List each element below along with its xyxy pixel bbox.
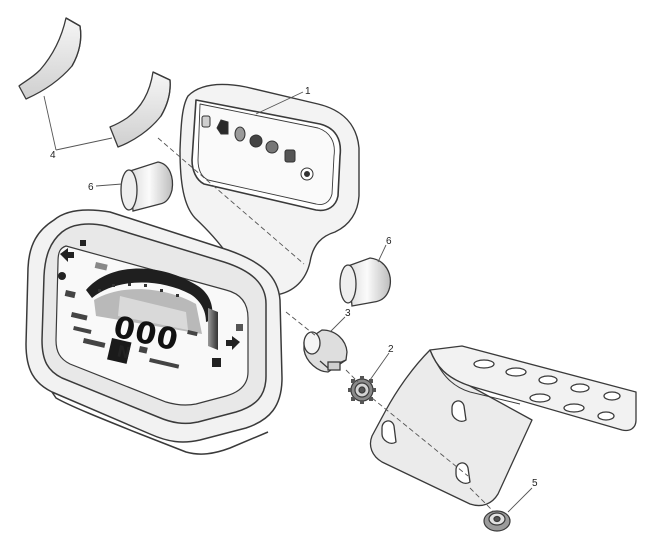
mounting-bracket	[369, 345, 637, 507]
lcd-display: 000 N	[55, 245, 249, 406]
headlight-icon	[249, 134, 263, 148]
callout-6-left: 6	[88, 182, 94, 193]
bezel-mark-icon	[236, 324, 243, 331]
callout-labels: 1 4 6 6 3 2 5	[50, 86, 538, 489]
battery-icon	[284, 149, 296, 163]
callout-5: 5	[532, 478, 538, 489]
callout-2: 2	[388, 344, 394, 355]
leader-lines	[43, 91, 533, 513]
lamp-icon	[201, 115, 211, 128]
rubber-pad-upper	[18, 17, 82, 100]
grommet-left	[120, 161, 174, 212]
tachometer-ticks	[98, 283, 179, 297]
callout-4: 4	[50, 150, 56, 161]
neutral-indicator-icon	[265, 140, 279, 154]
sensor-connector	[303, 329, 348, 373]
left-arrow-icon	[60, 248, 74, 262]
bezel-square-icon	[212, 358, 221, 367]
lcd-segments	[64, 262, 198, 369]
right-arrow-icon	[226, 336, 240, 350]
oil-warning-icon	[234, 126, 246, 142]
tachometer-arc	[86, 268, 213, 322]
grommet-right	[339, 257, 392, 307]
callout-3: 3	[345, 308, 351, 319]
callout-6-right: 6	[386, 236, 392, 247]
bezel-indicators	[58, 240, 243, 367]
warning-lamps	[201, 115, 314, 181]
turn-signal-icon	[216, 119, 229, 135]
gear-indicator: N	[115, 341, 132, 363]
bezel-dot-icon	[80, 240, 86, 246]
rubber-pad-lower	[109, 71, 171, 148]
flange-nut	[483, 510, 511, 532]
high-beam-icon	[58, 272, 66, 280]
engine-icon	[300, 167, 314, 181]
callout-1: 1	[305, 86, 311, 97]
bracket-slots	[473, 359, 621, 421]
assembly-lines	[157, 137, 495, 513]
serrated-washer	[348, 376, 376, 404]
gear-indicator-box: N	[107, 338, 132, 364]
upper-cover	[179, 83, 360, 296]
bracket-keyholes	[381, 400, 471, 484]
